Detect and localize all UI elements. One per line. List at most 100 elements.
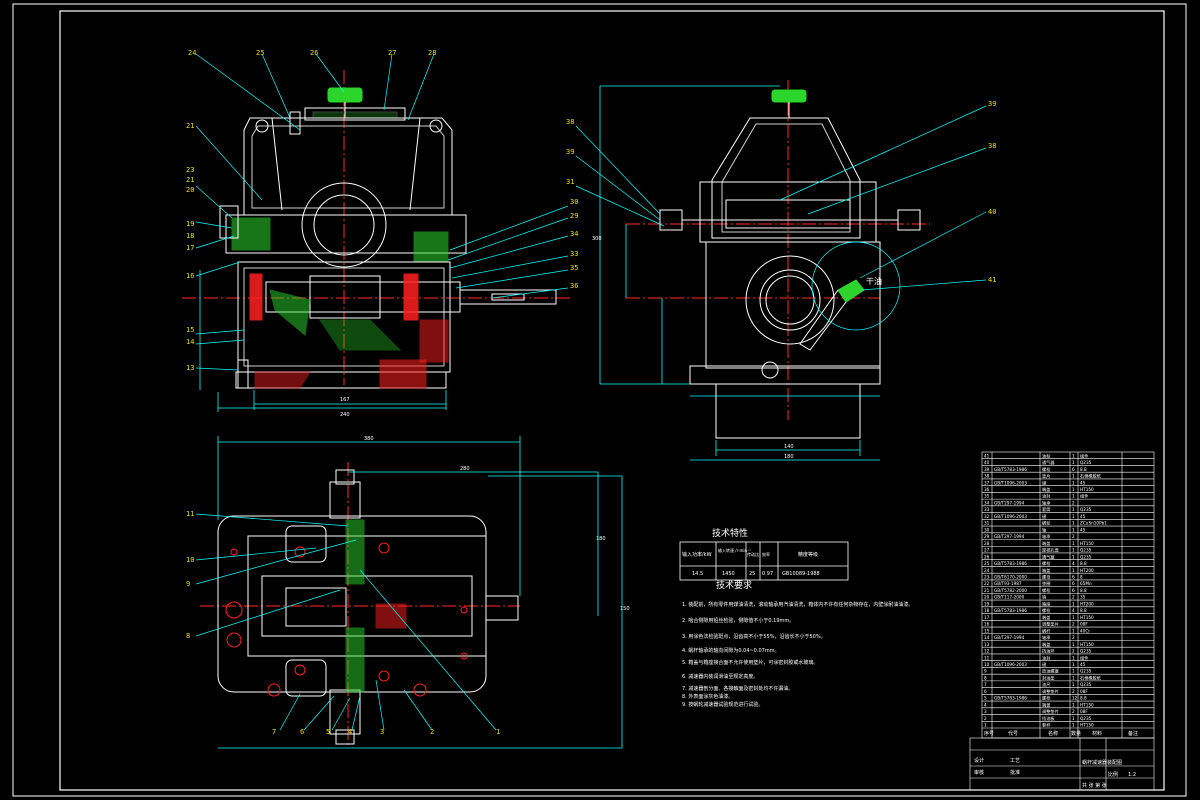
balloon-top-b0: 7: [272, 728, 276, 736]
dry-oil-note: 干油: [866, 276, 882, 286]
balloon-front-l9: 14: [186, 338, 194, 346]
balloon-top-l3: 8: [186, 632, 190, 640]
bom-cell: 29: [984, 534, 990, 539]
balloon-side-r2: 40: [988, 208, 996, 216]
bom-cell: 端盖: [1042, 540, 1050, 547]
bom-cell: 端盖: [1042, 614, 1050, 621]
bom-cell: 20: [984, 595, 990, 600]
balloon-front-l10: 13: [186, 364, 194, 372]
bom-cell: 1: [1072, 494, 1075, 499]
bom-cell: GB/T297-1994: [994, 534, 1025, 539]
tech-req-item: 1. 装配前，所有零件用煤油清洗，滚动轴承用汽油清洗，箱体内不许有任何杂物存在，…: [682, 601, 913, 608]
bom-cell: 4: [1072, 608, 1075, 613]
bom-cell: 1: [1072, 669, 1075, 674]
bom-cell: 6: [1072, 575, 1075, 580]
bom-cell: 箱盖: [1042, 567, 1050, 574]
bom-h3: 数量: [1071, 730, 1081, 737]
title-block: 蜗杆减速器装配图 设计 审核 工艺 批准 比例 1:2 共 张 第 张: [974, 757, 1136, 789]
bom-cell: 2: [1072, 622, 1075, 627]
bom-cell: 键: [1042, 661, 1047, 668]
bom-cell: 45: [1080, 480, 1086, 485]
bom-cell: 15: [984, 628, 990, 633]
bom-cell: 27: [984, 548, 990, 553]
balloon-front-l7: 16: [186, 272, 194, 280]
balloon-side-r0: 39: [988, 100, 996, 108]
balloon-top-b2: 5: [326, 728, 330, 736]
bom-cell: 轴承: [1042, 634, 1051, 641]
bom-cell: 2: [1072, 689, 1075, 694]
bom-cell: 4: [1072, 561, 1075, 566]
tech-req-item: 9. 按蜗轮减速器试验规范进行试验。: [682, 701, 763, 708]
bom-cell: 端盖: [1042, 486, 1050, 493]
bom-cell: 1: [1072, 514, 1075, 519]
balloon-front-l8: 15: [186, 326, 194, 334]
bom-cell: HT150: [1080, 615, 1094, 620]
breather-knob: [327, 87, 363, 103]
front-view: [182, 53, 570, 412]
bom-cell: 螺栓: [1042, 695, 1051, 702]
balloon-front-l2: 21: [186, 176, 194, 184]
balloon-top-b3: 4: [348, 728, 352, 736]
bom-cell: 螺栓: [1042, 560, 1051, 567]
balloon-side-r3: 41: [988, 276, 996, 284]
bom-cell: GB/T6170-2000: [994, 575, 1027, 580]
bom-cell: 8: [1080, 575, 1083, 580]
bom-cell: 石棉橡胶纸: [1080, 473, 1102, 480]
dim-top-shaft: 280: [460, 466, 470, 472]
tb-label: 批准: [1010, 769, 1020, 776]
bom-cell: 14: [984, 635, 990, 640]
bom-cell: 1: [1072, 642, 1075, 647]
balloon-front-l4: 19: [186, 220, 194, 228]
bom-cell: 1: [1072, 662, 1075, 667]
bom-cell: 31: [984, 521, 990, 526]
tb-label: 设计: [974, 757, 984, 764]
bom-cell: 调整垫片: [1042, 708, 1059, 715]
bom-h0: 序号: [984, 730, 994, 737]
bom-cell: GB/T1096-2003: [994, 514, 1027, 519]
tech-req-item: 4. 蜗杆轴承的轴向间隙为0.04~0.07mm。: [682, 647, 780, 654]
bom-cell: 螺栓: [1042, 466, 1051, 473]
top-view: [195, 436, 623, 749]
balloon-front-l0: 21: [186, 122, 194, 130]
bom-cell: 蜗杆: [1042, 627, 1051, 634]
bom-cell: 1: [1072, 460, 1075, 465]
bom-cell: Q235: [1080, 716, 1092, 721]
bom-cell: 11: [984, 655, 990, 660]
bom-cell: 1: [984, 723, 987, 728]
bom-cell: 端盖: [1042, 641, 1050, 648]
bom-cell: GB/T297-1994: [994, 500, 1025, 505]
bom-grid: [969, 451, 1155, 791]
bom-cell: 13: [984, 642, 990, 647]
tech-req-item: 8. 外表面涂灰色油漆。: [682, 693, 733, 700]
bom-cell: 键: [1042, 479, 1047, 486]
bom-cell: 2: [1072, 595, 1075, 600]
bom-cell: 套筒: [1042, 506, 1050, 513]
balloon-front-l6: 17: [186, 244, 194, 252]
bom-cell: Q235: [1080, 460, 1092, 465]
bom-cell: GB/T117-2000: [994, 595, 1025, 600]
bom-header: 序号 代号 名称 数量 材料 备注: [984, 730, 1138, 737]
bom-cell: 4: [984, 702, 987, 707]
spec-h0: 输入功率/kW: [682, 551, 712, 558]
bom-cell: Q235: [1080, 507, 1092, 512]
balloon-front-r1: 29: [570, 212, 578, 220]
balloon-side-r1: 38: [988, 142, 996, 150]
dim-front-overall: 240: [340, 412, 350, 418]
spec-v1: 1450: [722, 571, 735, 577]
balloon-top-b4: 3: [380, 728, 384, 736]
outer-border: [12, 3, 1187, 797]
balloon-front-l3: 20: [186, 186, 194, 194]
dim-side-height: 300: [592, 236, 602, 242]
balloon-top-b5: 2: [430, 728, 434, 736]
bom-cell: 08F: [1080, 689, 1088, 694]
bom-cell: 1: [1072, 507, 1075, 512]
bom-cell: 组件: [1080, 452, 1088, 459]
bom-cell: 5: [984, 696, 987, 701]
bom-cell: HT150: [1080, 487, 1094, 492]
bom-cell: 1: [1072, 527, 1075, 532]
tb-label: 审核: [974, 769, 984, 776]
bom-cell: 8.8: [1080, 561, 1087, 566]
tb-label: 共 张 第 张: [1082, 782, 1107, 789]
bom-cell: HT150: [1080, 723, 1094, 728]
